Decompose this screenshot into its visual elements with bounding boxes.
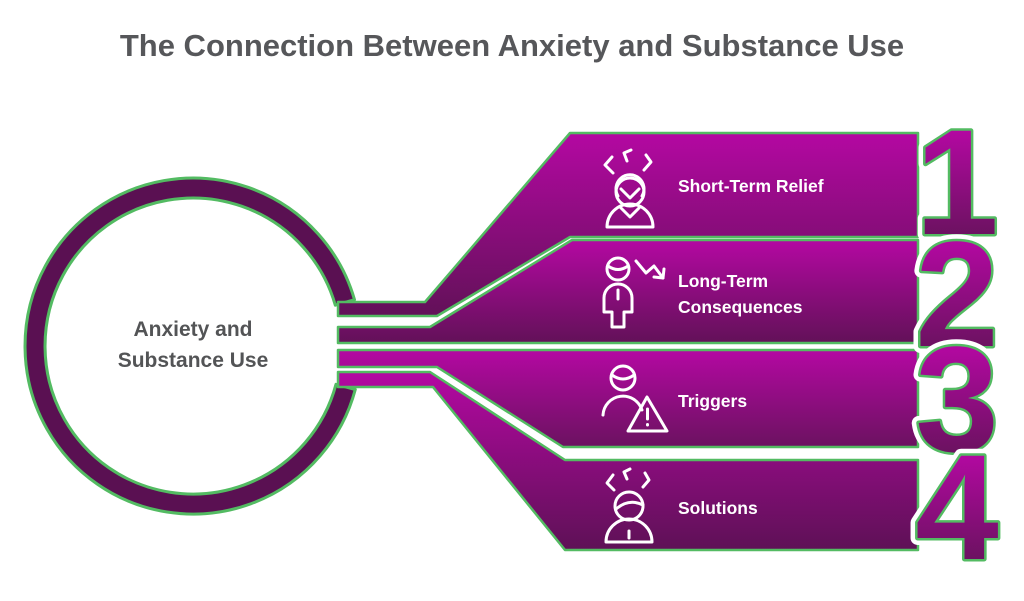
step-number-4: 4 [915, 423, 998, 591]
step-number-3-outline: 3 [915, 315, 998, 483]
anxiety-circle-ring [23, 176, 357, 516]
label-solutions: Solutions [678, 498, 758, 518]
step-number-3: 3 [915, 315, 998, 483]
step-number-4-halo: 4 [915, 423, 998, 591]
center-label-line2: Substance Use [117, 349, 269, 372]
label-long-term-consequences: Long-Term Consequences [678, 268, 908, 320]
stressed-woman-icon [603, 148, 655, 229]
person-warning-icon [601, 364, 669, 433]
label-triggers: Triggers [678, 391, 748, 411]
banner-short-term-relief [336, 131, 920, 318]
person-declining-arrow-icon [602, 256, 666, 329]
step-number-1: 1 [915, 98, 998, 266]
page-title: The Connection Between Anxiety and Subst… [119, 28, 905, 63]
step-number-1-outline: 1 [915, 98, 998, 266]
banner-solutions [336, 370, 920, 552]
step-number-3-halo: 3 [915, 315, 998, 483]
step-number-2-halo: 2 [915, 210, 998, 378]
stressed-person-icon [604, 467, 654, 544]
step-number-2: 2 [915, 210, 998, 378]
step-number-4-outline: 4 [915, 423, 998, 591]
center-circle-label: Anxiety and Substance Use [58, 314, 328, 376]
step-number-2-outline: 2 [915, 210, 998, 378]
label-long-term-line2: Consequences [678, 297, 803, 317]
label-short-term-relief: Short-Term Relief [678, 176, 824, 196]
label-long-term-line1: Long-Term [678, 271, 769, 291]
step-number-1-halo: 1 [915, 98, 998, 266]
banner-triggers [336, 348, 920, 449]
center-label-line1: Anxiety and [133, 318, 253, 341]
banner-long-term-consequences [336, 238, 920, 345]
